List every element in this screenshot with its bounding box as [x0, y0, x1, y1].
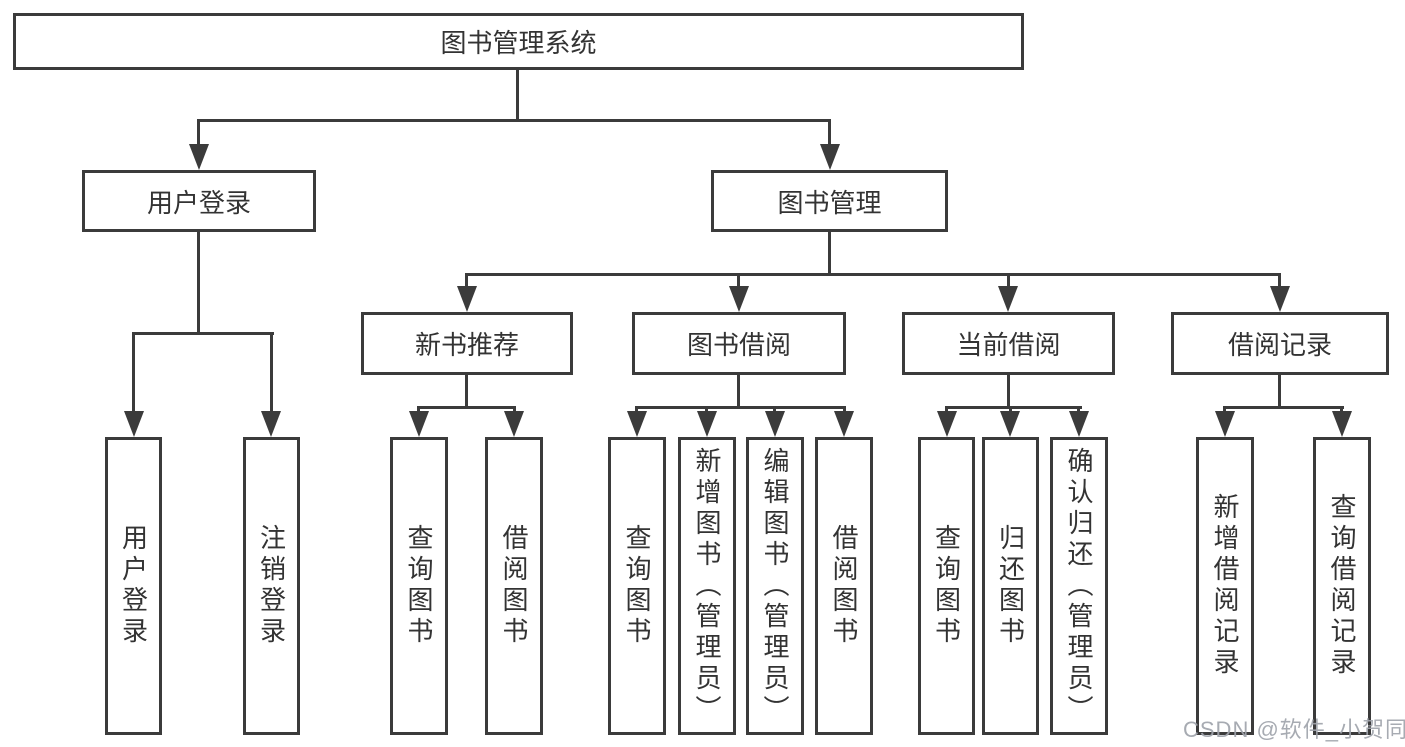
- edge-root-hbar: [197, 119, 831, 122]
- leaf-query-books-borrowing: 查询图书: [608, 437, 666, 735]
- edge-level3-stem: [1007, 273, 1010, 290]
- arrowhead-icon: [937, 411, 957, 437]
- arrowhead-icon: [765, 411, 785, 437]
- arrowhead-icon: [409, 411, 429, 437]
- csdn-watermark: CSDN @软件_小贺同学: [1183, 717, 1405, 742]
- leaf-add-borrow-record: 新增借阅记录: [1196, 437, 1254, 735]
- edge-current-borrowing-stem: [1007, 375, 1010, 409]
- arrowhead-icon: [504, 411, 524, 437]
- arrowhead-icon: [1000, 411, 1020, 437]
- arrowhead-icon: [124, 411, 144, 437]
- arrowhead-icon: [189, 144, 209, 170]
- leaf-confirm-return-admin: 确认归还（管理员）: [1050, 437, 1108, 735]
- arrowhead-icon: [1270, 286, 1290, 312]
- arrowhead-icon: [820, 144, 840, 170]
- edge-book-management-hbar: [465, 273, 1278, 276]
- edge-user-login-stem: [197, 232, 200, 335]
- arrowhead-icon: [834, 411, 854, 437]
- edge-level3-stem: [1278, 273, 1281, 290]
- node-book-borrowing: 图书借阅: [632, 312, 846, 375]
- edge-to-book-management-stem: [828, 119, 831, 150]
- leaf-return-books: 归还图书: [982, 437, 1039, 735]
- edge-user-login-hbar: [132, 332, 274, 335]
- node-user-login: 用户登录: [82, 170, 316, 232]
- edge-leaf-stem: [132, 332, 135, 416]
- edge-leaf-stem: [270, 332, 273, 416]
- arrowhead-icon: [729, 286, 749, 312]
- edge-borrowing-records-stem: [1278, 375, 1281, 409]
- edge-current-borrowing-hbar: [945, 406, 1082, 409]
- leaf-user-login: 用户登录: [105, 437, 162, 735]
- edge-book-borrowing-stem: [737, 375, 740, 409]
- leaf-add-book-admin: 新增图书（管理员）: [678, 437, 736, 735]
- leaf-query-borrow-record: 查询借阅记录: [1313, 437, 1371, 735]
- edge-to-user-login-stem: [197, 119, 200, 150]
- arrowhead-icon: [261, 411, 281, 437]
- leaf-logout: 注销登录: [243, 437, 300, 735]
- node-root: 图书管理系统: [13, 13, 1024, 70]
- edge-new-book-hbar: [417, 406, 516, 409]
- edge-book-management-stem: [828, 232, 831, 276]
- leaf-borrow-books-recommend: 借阅图书: [485, 437, 543, 735]
- edge-level3-stem: [465, 273, 468, 290]
- node-current-borrowing: 当前借阅: [902, 312, 1115, 375]
- leaf-borrow-books-borrowing: 借阅图书: [815, 437, 873, 735]
- arrowhead-icon: [697, 411, 717, 437]
- arrowhead-icon: [1069, 411, 1089, 437]
- edge-borrowing-records-hbar: [1223, 406, 1344, 409]
- leaf-edit-book-admin: 编辑图书（管理员）: [746, 437, 804, 735]
- edge-book-borrowing-hbar: [635, 406, 846, 409]
- arrowhead-icon: [627, 411, 647, 437]
- arrowhead-icon: [1332, 411, 1352, 437]
- edge-level3-stem: [737, 273, 740, 290]
- leaf-query-books-current: 查询图书: [918, 437, 975, 735]
- node-new-book-recommendation: 新书推荐: [361, 312, 573, 375]
- leaf-query-books-recommend: 查询图书: [390, 437, 448, 735]
- edge-new-book-stem: [465, 375, 468, 409]
- edge-root-stem: [516, 70, 519, 122]
- arrowhead-icon: [1215, 411, 1235, 437]
- node-book-management: 图书管理: [711, 170, 948, 232]
- arrowhead-icon: [998, 286, 1018, 312]
- arrowhead-icon: [457, 286, 477, 312]
- node-borrowing-records: 借阅记录: [1171, 312, 1389, 375]
